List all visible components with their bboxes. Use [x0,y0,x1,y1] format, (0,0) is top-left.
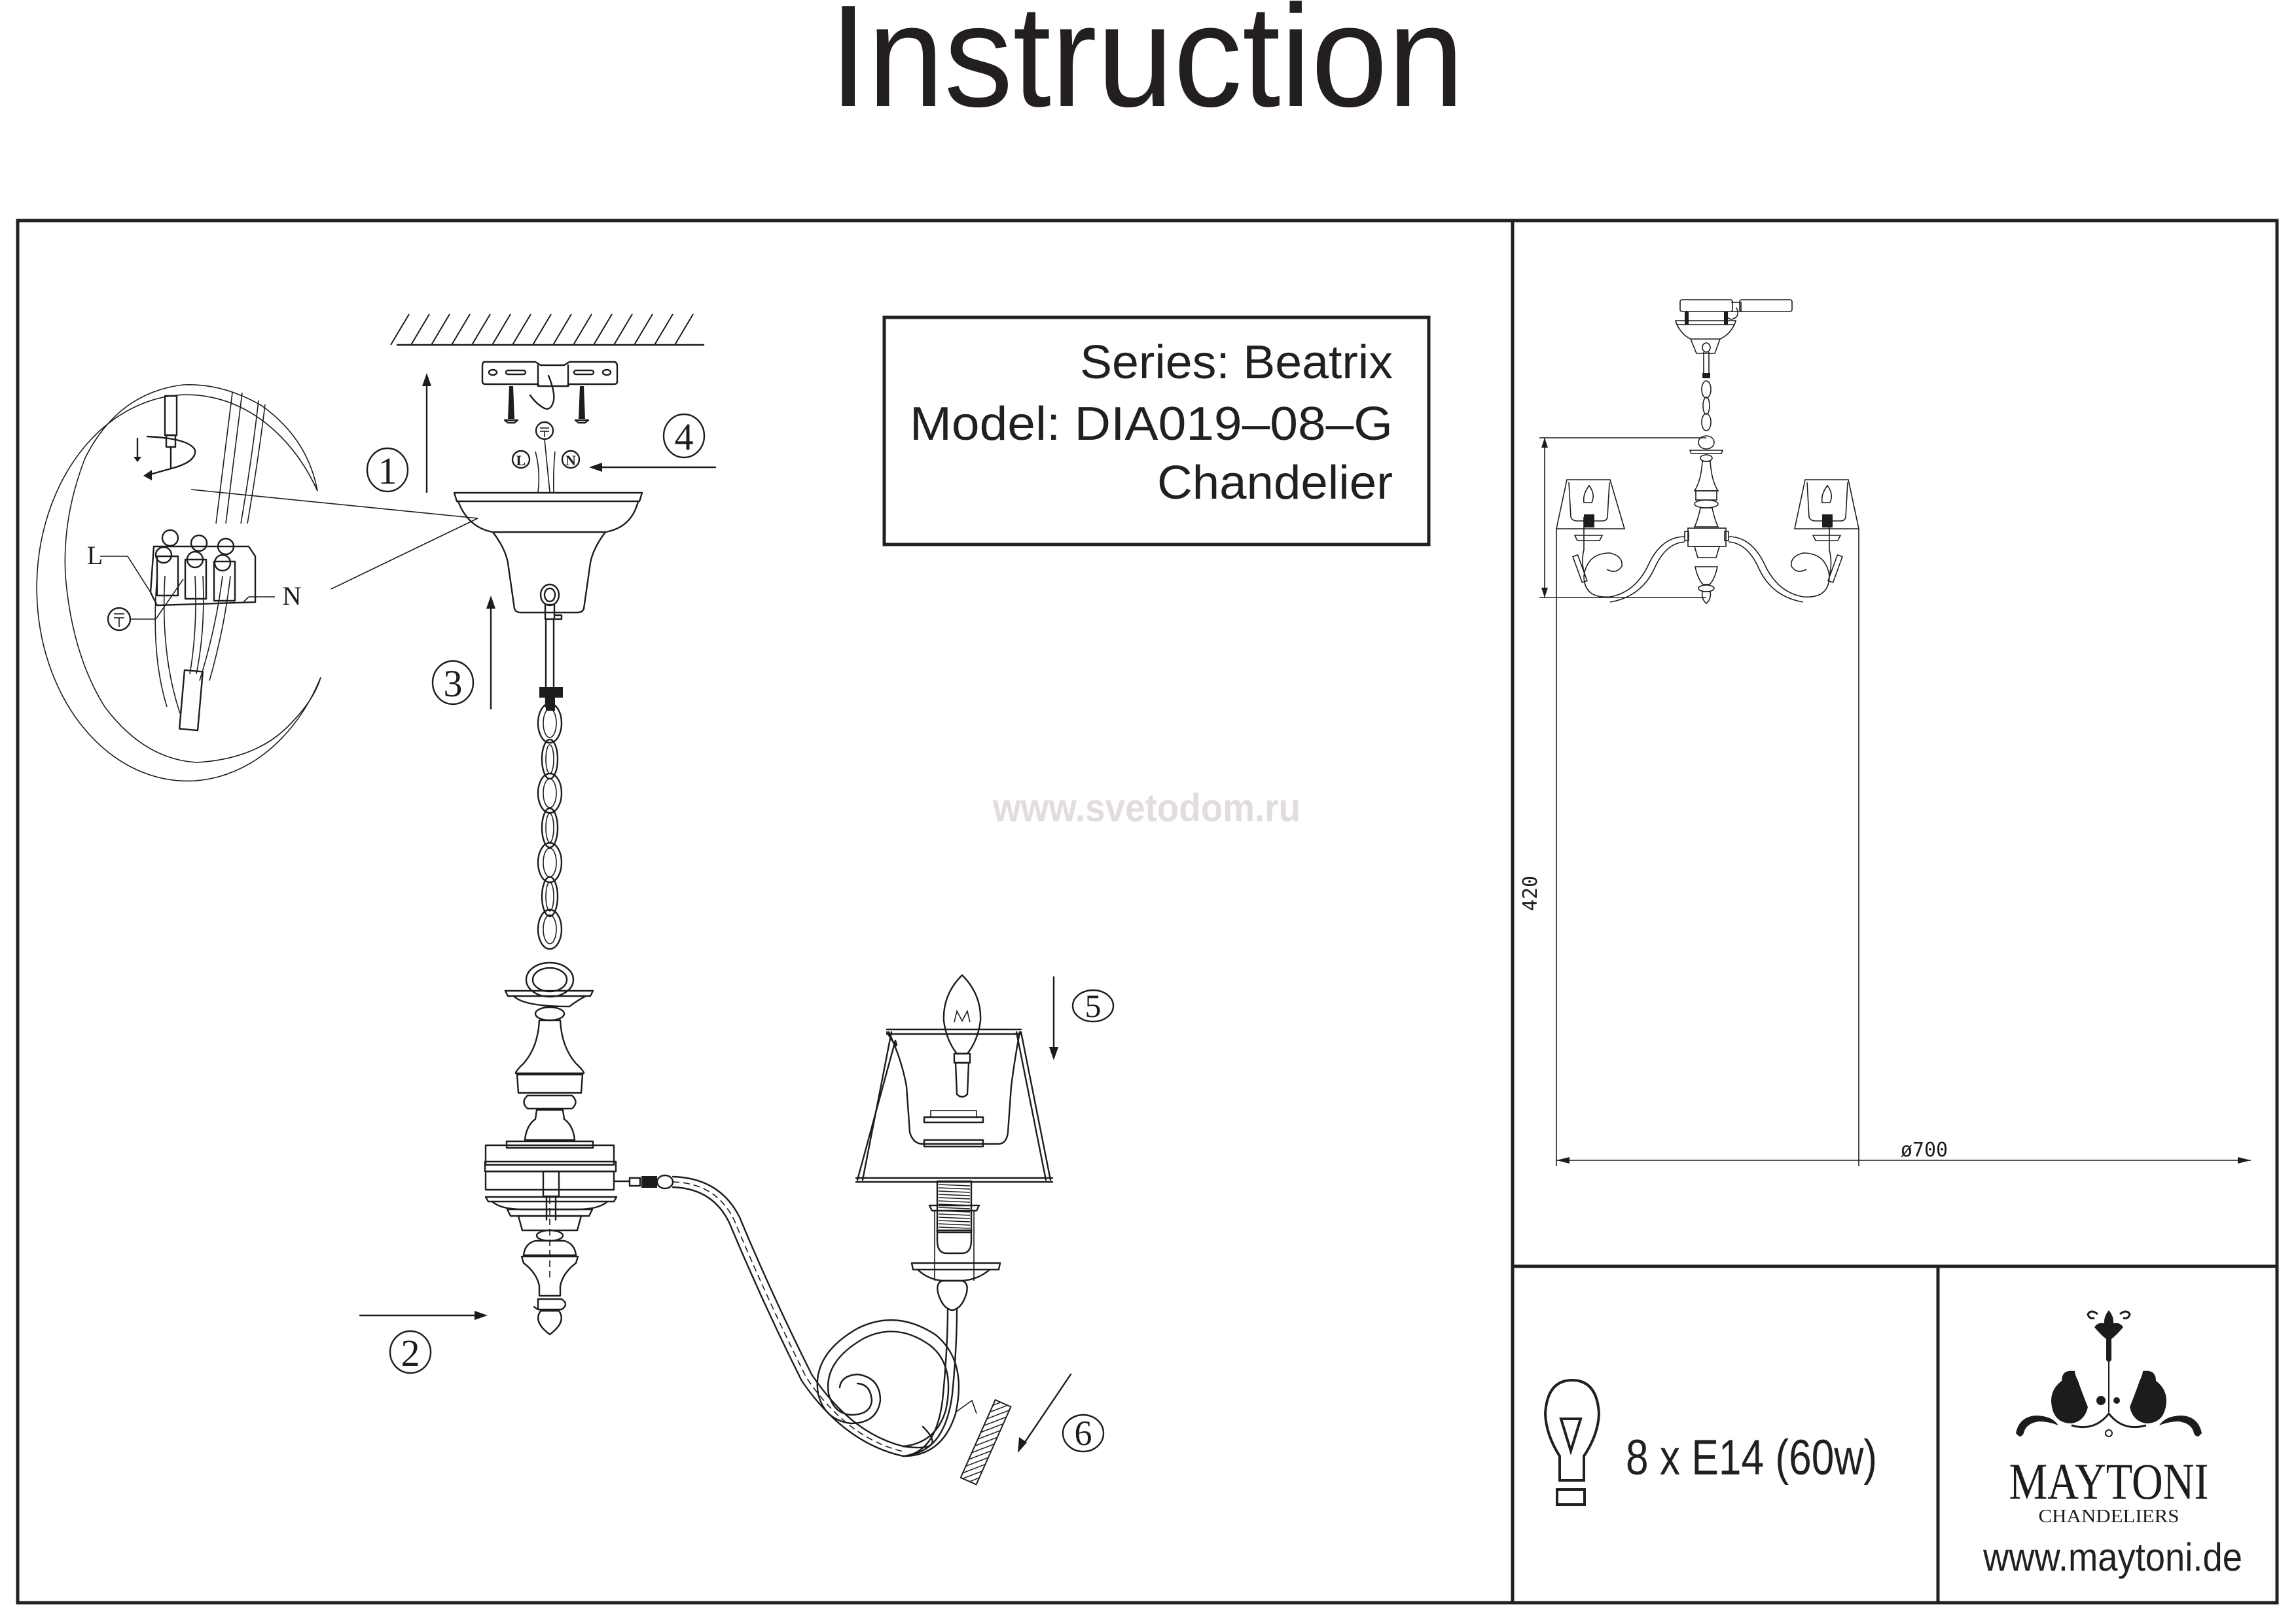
ceiling-hatch-line [431,313,450,346]
dimension-annotations: 420 ø700 [1519,437,2251,1166]
ceiling [390,313,705,346]
arrow-down-icon [1049,1047,1058,1060]
diameter-dimension-label: ø700 [1901,1139,1948,1162]
thread-line [938,1197,971,1200]
terminal-block [149,529,257,607]
ceiling-hatch-line [410,313,430,346]
wiring-detail-callout: L N [36,383,478,782]
step-5-marker: 5 [1049,976,1115,1060]
step-3-marker: 3 [431,596,495,710]
arrow-right-icon [475,1311,488,1320]
ceiling-hatch-line [654,313,673,346]
watermark: www.svetodom.ru [992,786,1300,830]
thread-line [938,1220,971,1222]
thread-line [938,1226,971,1229]
page-frame [16,219,2279,1605]
thread-line [938,1194,971,1196]
ceiling-hatch-line [674,313,694,346]
brand-website: www.maytoni.de [1982,1535,2242,1579]
chain-link [537,772,563,814]
thread-line [938,1223,971,1226]
arrow-down-left-icon [1018,1437,1027,1453]
step-number: 1 [378,450,397,492]
product-type-label: Chandelier [1157,457,1393,509]
step-number: 3 [444,662,463,705]
chain-link [545,813,554,843]
thread-line [938,1213,971,1216]
series-label: Series: Beatrix [1080,336,1393,389]
thread-line [938,1190,971,1193]
detail-neutral-label: N [283,581,302,611]
step-2-marker: 2 [359,1311,488,1374]
ceiling-hatch-line [451,313,471,346]
screw-icon [574,386,590,424]
thread-line [938,1184,971,1186]
chain-link [543,778,557,808]
chain-link [543,708,557,738]
maytoni-ornament-icon [2016,1310,2202,1437]
thread-line [938,1217,971,1219]
thread-line [938,1187,971,1190]
screw-icon [503,386,519,424]
candle-arm [613,974,1054,1486]
supply-wires: L N [511,421,581,493]
ceiling-hatch-line [512,313,531,346]
ceiling-hatch-line [471,313,491,346]
candle-bulb-icon [942,974,982,1055]
arrow-up-icon [422,373,431,386]
chain-link [1702,397,1710,415]
page-title: Instruction [829,0,1464,137]
ceiling-hatch-line [573,313,592,346]
chain-link [543,847,557,878]
chain-and-column [484,687,618,1336]
ceiling-hatch-line [552,313,572,346]
product-info-box: Series: Beatrix Model: DIA019–08–G Chand… [882,315,1431,546]
assembled-chandelier-drawing [1556,299,1859,605]
neutral-wire-label: N [565,452,576,469]
thread-line [938,1200,971,1203]
step-1-marker: 1 [366,373,431,493]
light-bulb-icon [1543,1378,1601,1506]
arrow-left-icon [589,463,602,472]
bulb-spec-text: 8 x E14 (60w) [1626,1430,1877,1486]
step-6-marker: 6 [1018,1373,1105,1453]
live-wire-label: L [516,452,526,469]
chain-link [1701,413,1712,431]
mounting-bracket [481,361,619,424]
height-dimension-label: 420 [1519,876,1542,911]
hook-icon [529,374,555,410]
step-number: 6 [1075,1414,1092,1453]
ceiling-hatch-line [390,313,410,346]
chain-link [541,876,559,918]
arrow-up-icon [486,596,495,609]
ceiling-canopy [453,491,643,708]
chain-link [1701,380,1712,399]
step-4-marker: 4 [589,413,717,472]
chain-link [537,702,563,744]
step-number: 2 [401,1332,420,1374]
ceiling-hatch-line [593,313,613,346]
brand-block: MAYTONI CHANDELIERS www.maytoni.de [1982,1310,2242,1579]
chain-link [537,908,563,950]
chain-link [545,744,554,774]
bulb-spec: 8 x E14 (60w) [1543,1378,1877,1506]
ceiling-hatch-line [613,313,633,346]
ceiling-hatch-line [634,313,653,346]
ceiling-hatch-line [532,313,552,346]
detail-live-label: L [87,541,103,570]
chain-link [541,807,559,849]
chain-link [545,882,554,912]
ceiling-hatch-line [492,313,511,346]
brand-name: MAYTONI [2009,1453,2209,1510]
chain-link [543,914,557,944]
step-number: 5 [1085,988,1102,1024]
step-number: 4 [675,416,694,458]
brand-tagline: CHANDELIERS [2039,1507,2179,1527]
thread-line [938,1207,971,1209]
model-label: Model: DIA019–08–G [910,398,1393,450]
